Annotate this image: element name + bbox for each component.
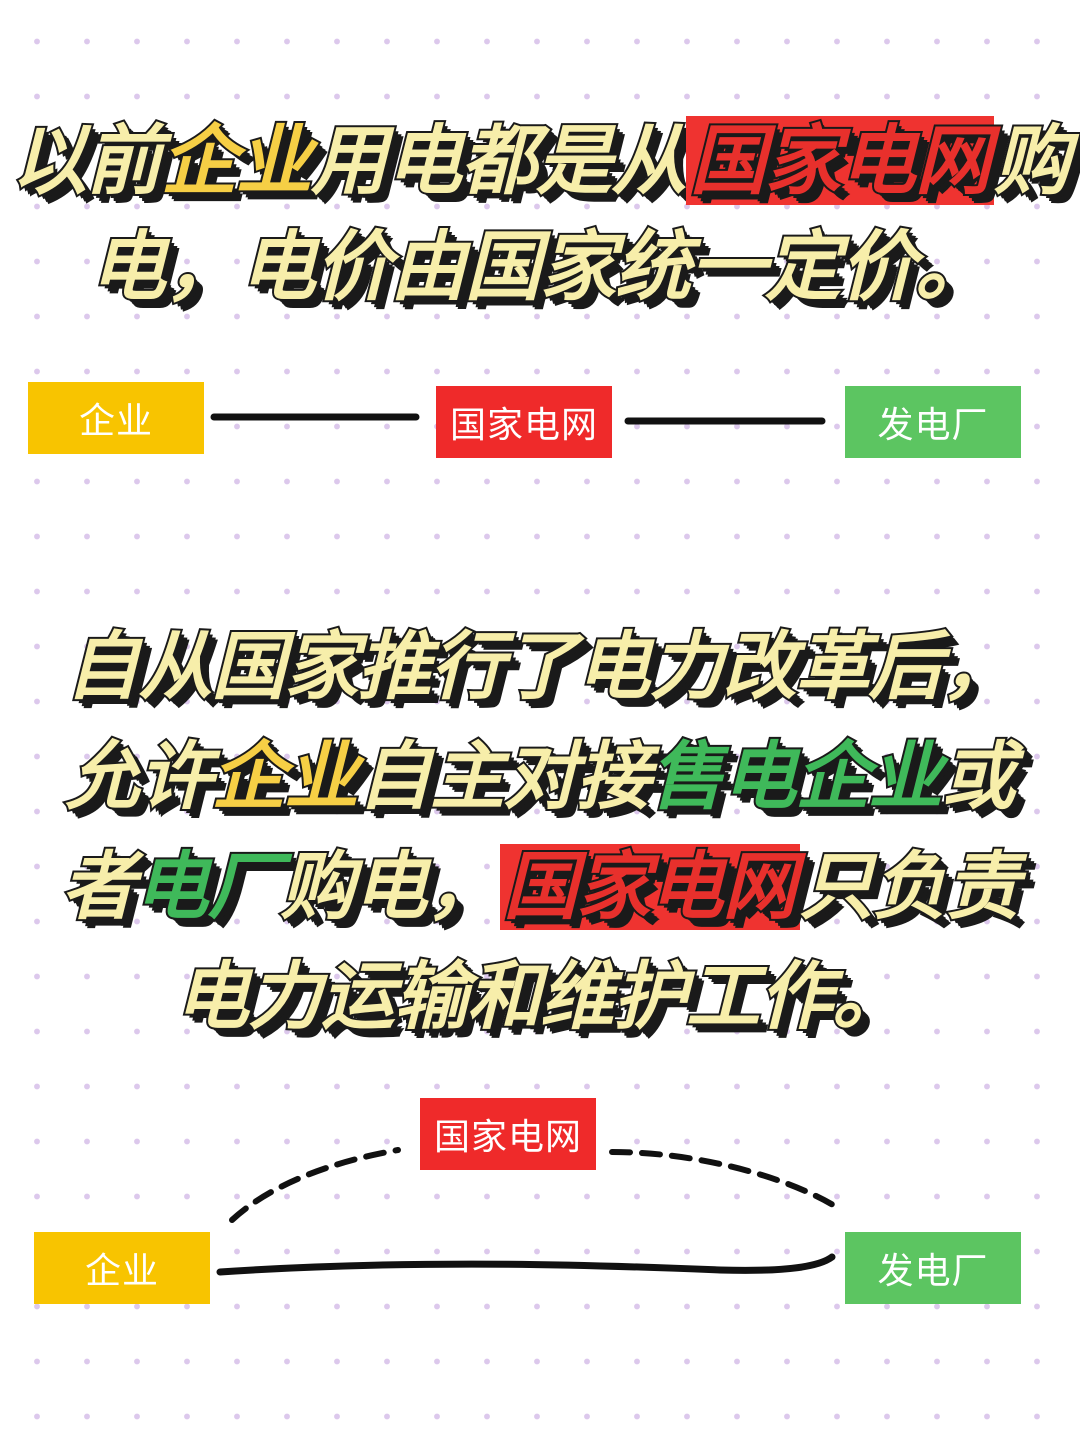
headline2-line2: 允许企业自主对接售电企业或 — [0, 722, 1080, 832]
headline2-line1: 自从国家推行了电力改革后， — [0, 612, 1080, 722]
headline2-line3-seg2: 购电， — [279, 842, 503, 932]
direct-connector-enterprise-plant — [216, 1253, 836, 1276]
grid-box-reform: 国家电网 — [420, 1098, 596, 1170]
headline1-line1-seg0: 以前 — [9, 114, 164, 207]
enterprise-box-reform: 企业 — [34, 1232, 210, 1304]
headline2-line3-seg4: 只负责 — [798, 842, 1022, 932]
headline1-line1-seg1: 企业 — [159, 114, 314, 207]
headline1-line2-seg0: 电，电价由国家统一定价。 — [88, 220, 993, 313]
headline1-line1-seg3: 国家电网 — [686, 114, 994, 207]
dashed-connector-enterprise-grid — [229, 1147, 401, 1223]
headline1-line1: 以前企业用电都是从国家电网购 — [0, 108, 1080, 214]
headline1-line1-seg2: 用电都是从 — [309, 114, 689, 207]
dashed-connector-grid-plant — [609, 1149, 841, 1211]
headline2-line3-seg3: 国家电网 — [499, 842, 800, 932]
power-plant-box-old: 发电厂 — [845, 386, 1021, 458]
headline2-line2-seg1: 企业 — [210, 732, 361, 822]
headline1-line2: 电，电价由国家统一定价。 — [0, 214, 1080, 320]
headline2-line4-seg0: 电力运输和维护工作。 — [173, 952, 908, 1042]
headline2-line3-seg1: 电厂 — [133, 842, 284, 932]
enterprise-box-old: 企业 — [28, 382, 204, 454]
headline2-line2-seg4: 或 — [940, 732, 1018, 822]
headline1-line1-seg4: 购 — [992, 114, 1072, 207]
headline2-line2-seg3: 售电企业 — [648, 732, 945, 822]
power-plant-box-reform: 发电厂 — [845, 1232, 1021, 1304]
headline2-line4: 电力运输和维护工作。 — [0, 942, 1080, 1052]
headline2-line3: 者电厂购电，国家电网只负责 — [0, 832, 1080, 942]
headline2-line3-seg0: 者 — [60, 842, 138, 932]
headline-old-model: 以前企业用电都是从国家电网购 电，电价由国家统一定价。 — [0, 108, 1080, 320]
grid-box-old: 国家电网 — [436, 386, 612, 458]
headline2-line2-seg0: 允许 — [64, 732, 215, 822]
headline2-line2-seg2: 自主对接 — [356, 732, 653, 822]
headline-reform-model: 自从国家推行了电力改革后， 允许企业自主对接售电企业或 者电厂购电，国家电网只负… — [0, 612, 1080, 1052]
headline2-line1-seg0: 自从国家推行了电力改革后， — [64, 622, 1018, 712]
